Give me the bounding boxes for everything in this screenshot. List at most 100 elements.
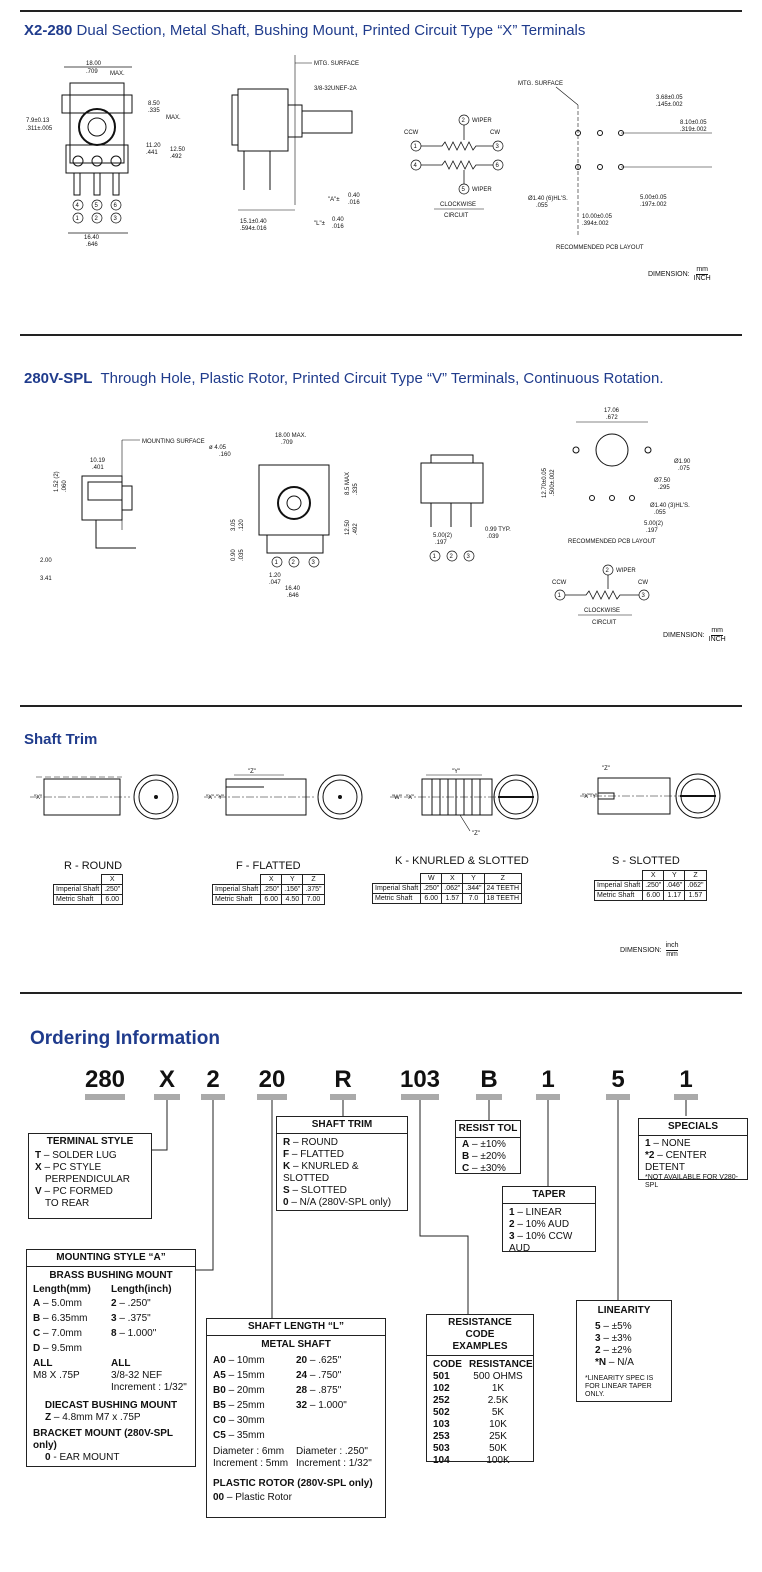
shaft-round-label: R - ROUND <box>64 860 123 872</box>
linearity-box: LINEARITY 5 – ±5% 3 – ±3% 2 – ±2% *N – N… <box>576 1300 672 1402</box>
svg-text:MAX.: MAX. <box>110 71 125 77</box>
svg-text:7.9±0.13: 7.9±0.13 <box>26 118 50 124</box>
svg-text:Ø1.40 (6)HL'S.: Ø1.40 (6)HL'S. <box>528 196 568 202</box>
ordering-rule <box>20 992 742 994</box>
svg-text:.672: .672 <box>606 415 618 421</box>
svg-text:16.40: 16.40 <box>84 235 100 241</box>
svg-text:"L"±: "L"± <box>314 221 326 227</box>
svg-text:3.41: 3.41 <box>40 576 52 582</box>
svg-text:.492: .492 <box>353 523 359 535</box>
svg-text:.145±.002: .145±.002 <box>656 102 683 108</box>
svg-text:WIPER: WIPER <box>472 187 492 193</box>
svg-text:.295: .295 <box>658 485 670 491</box>
svg-text:.492: .492 <box>170 154 182 160</box>
svg-text:5.00±0.05: 5.00±0.05 <box>640 195 667 201</box>
code-shaft-length-bar <box>257 1094 287 1100</box>
code-resistance-bar <box>401 1094 439 1100</box>
svg-text:"Z": "Z" <box>472 831 480 837</box>
code-resist-tol: B <box>480 1066 498 1093</box>
svg-text:0.40: 0.40 <box>348 193 360 199</box>
code-specials-bar <box>674 1094 698 1100</box>
svg-text:5: 5 <box>462 187 466 193</box>
specials-box: SPECIALS 1 – NONE *2 – CENTER DETENT *NO… <box>638 1118 748 1189</box>
svg-text:CCW: CCW <box>552 580 567 586</box>
svg-text:.401: .401 <box>92 465 104 471</box>
svg-text:2: 2 <box>450 554 454 560</box>
svg-text:1.52 (2): 1.52 (2) <box>54 471 60 492</box>
svg-text:0.90: 0.90 <box>231 549 237 561</box>
svg-text:CLOCKWISE: CLOCKWISE <box>440 202 476 208</box>
shaft-trim-rule <box>20 705 742 707</box>
svg-text:5.00(2): 5.00(2) <box>644 521 663 527</box>
svg-text:"A"±: "A"± <box>328 197 340 203</box>
svg-text:.709: .709 <box>281 440 293 446</box>
svg-text:.709: .709 <box>86 69 98 75</box>
svg-text:3: 3 <box>496 144 500 150</box>
svg-text:.646: .646 <box>86 242 98 248</box>
svg-text:"X": "X" <box>406 795 414 801</box>
svg-text:.197±.002: .197±.002 <box>640 202 667 208</box>
shaft-round-drawing: "X" <box>30 774 179 820</box>
svg-text:4: 4 <box>76 203 80 209</box>
svg-text:1: 1 <box>275 560 279 566</box>
svg-text:1: 1 <box>433 554 437 560</box>
dim-width-top: 18.00 <box>86 61 102 67</box>
svg-text:.055: .055 <box>654 510 666 516</box>
svg-text:"X": "X" <box>206 795 214 801</box>
spl-end-view-drawing: 5.00(2) .197 1 2 3 0.99 TYP. .039 <box>420 454 511 562</box>
x2-circuit-diagram: CCW CW 2 WIPER 1 3 4 6 5 WIPER CLOCKWISE… <box>404 114 504 219</box>
svg-text:.394±.002: .394±.002 <box>582 221 609 227</box>
svg-text:10.19: 10.19 <box>90 458 106 464</box>
svg-text:.016: .016 <box>332 224 344 230</box>
spl-circuit-diagram: 2 WIPER CCW CW 1 3 CLOCKWISE CIRCUIT <box>552 564 650 626</box>
svg-text:.594±.016: .594±.016 <box>240 226 267 232</box>
shaft-slotted-drawing: "Z" "X" "Y" <box>580 766 721 819</box>
svg-text:.197: .197 <box>646 528 658 534</box>
spl-pcb-layout-drawing: 17.06 .672 12.70±0.05 .500±.002 Ø1.90 .0… <box>542 408 691 545</box>
svg-text:.441: .441 <box>146 150 158 156</box>
top-rule <box>20 10 742 12</box>
svg-text:CIRCUIT: CIRCUIT <box>592 620 617 626</box>
shaft-knurled-drawing: "Y" "W" "X" "Z" <box>390 769 539 837</box>
code-mounting-bar <box>201 1094 225 1100</box>
spl-front-view-drawing: ø 4.05 .160 18.00 MAX. .709 1 2 3 1.20 .… <box>209 433 359 599</box>
svg-text:17.06: 17.06 <box>604 408 620 414</box>
mounting-style-box: MOUNTING STYLE “A” BRASS BUSHING MOUNT L… <box>26 1249 196 1467</box>
svg-text:.039: .039 <box>487 534 499 540</box>
svg-text:.016: .016 <box>348 200 360 206</box>
svg-text:CW: CW <box>490 130 500 136</box>
taper-box: TAPER 1 – LINEAR 2 – 10% AUD 3 – 10% CCW… <box>502 1186 596 1254</box>
code-shaft-length: 20 <box>258 1066 286 1093</box>
svg-text:2: 2 <box>606 568 610 574</box>
code-terminal: X <box>158 1066 175 1093</box>
code-shaft-trim-bar <box>330 1094 356 1100</box>
svg-text:.075: .075 <box>678 466 690 472</box>
svg-text:ø 4.05: ø 4.05 <box>209 445 227 451</box>
svg-text:"X": "X" <box>582 794 590 800</box>
svg-text:16.40: 16.40 <box>285 586 301 592</box>
svg-text:WIPER: WIPER <box>472 118 492 124</box>
svg-text:RECOMMENDED PCB LAYOUT: RECOMMENDED PCB LAYOUT <box>556 245 644 251</box>
svg-text:MOUNTING SURFACE: MOUNTING SURFACE <box>142 439 205 445</box>
svg-text:.060: .060 <box>62 480 68 492</box>
svg-text:"W": "W" <box>392 795 402 801</box>
svg-text:.035: .035 <box>239 549 245 561</box>
shaft-trim-box: SHAFT TRIM R – ROUND F – FLATTED K – KNU… <box>276 1116 408 1211</box>
svg-text:11.20: 11.20 <box>146 143 161 149</box>
ordering-title: Ordering Information <box>30 1028 220 1049</box>
svg-text:18.00 MAX.: 18.00 MAX. <box>275 433 307 439</box>
terminal-style-box: TERMINAL STYLE T – SOLDER LUG X – PC STY… <box>28 1133 152 1219</box>
svg-text:8.10±0.05: 8.10±0.05 <box>680 120 707 126</box>
svg-text:.047: .047 <box>269 580 281 586</box>
svg-text:"X": "X" <box>34 795 42 801</box>
svg-text:2: 2 <box>95 216 99 222</box>
svg-text:MAX.: MAX. <box>166 115 181 121</box>
svg-text:6: 6 <box>496 163 500 169</box>
spl-side-view-drawing: MOUNTING SURFACE 10.19 .401 2.00 3.41 1.… <box>40 439 205 582</box>
